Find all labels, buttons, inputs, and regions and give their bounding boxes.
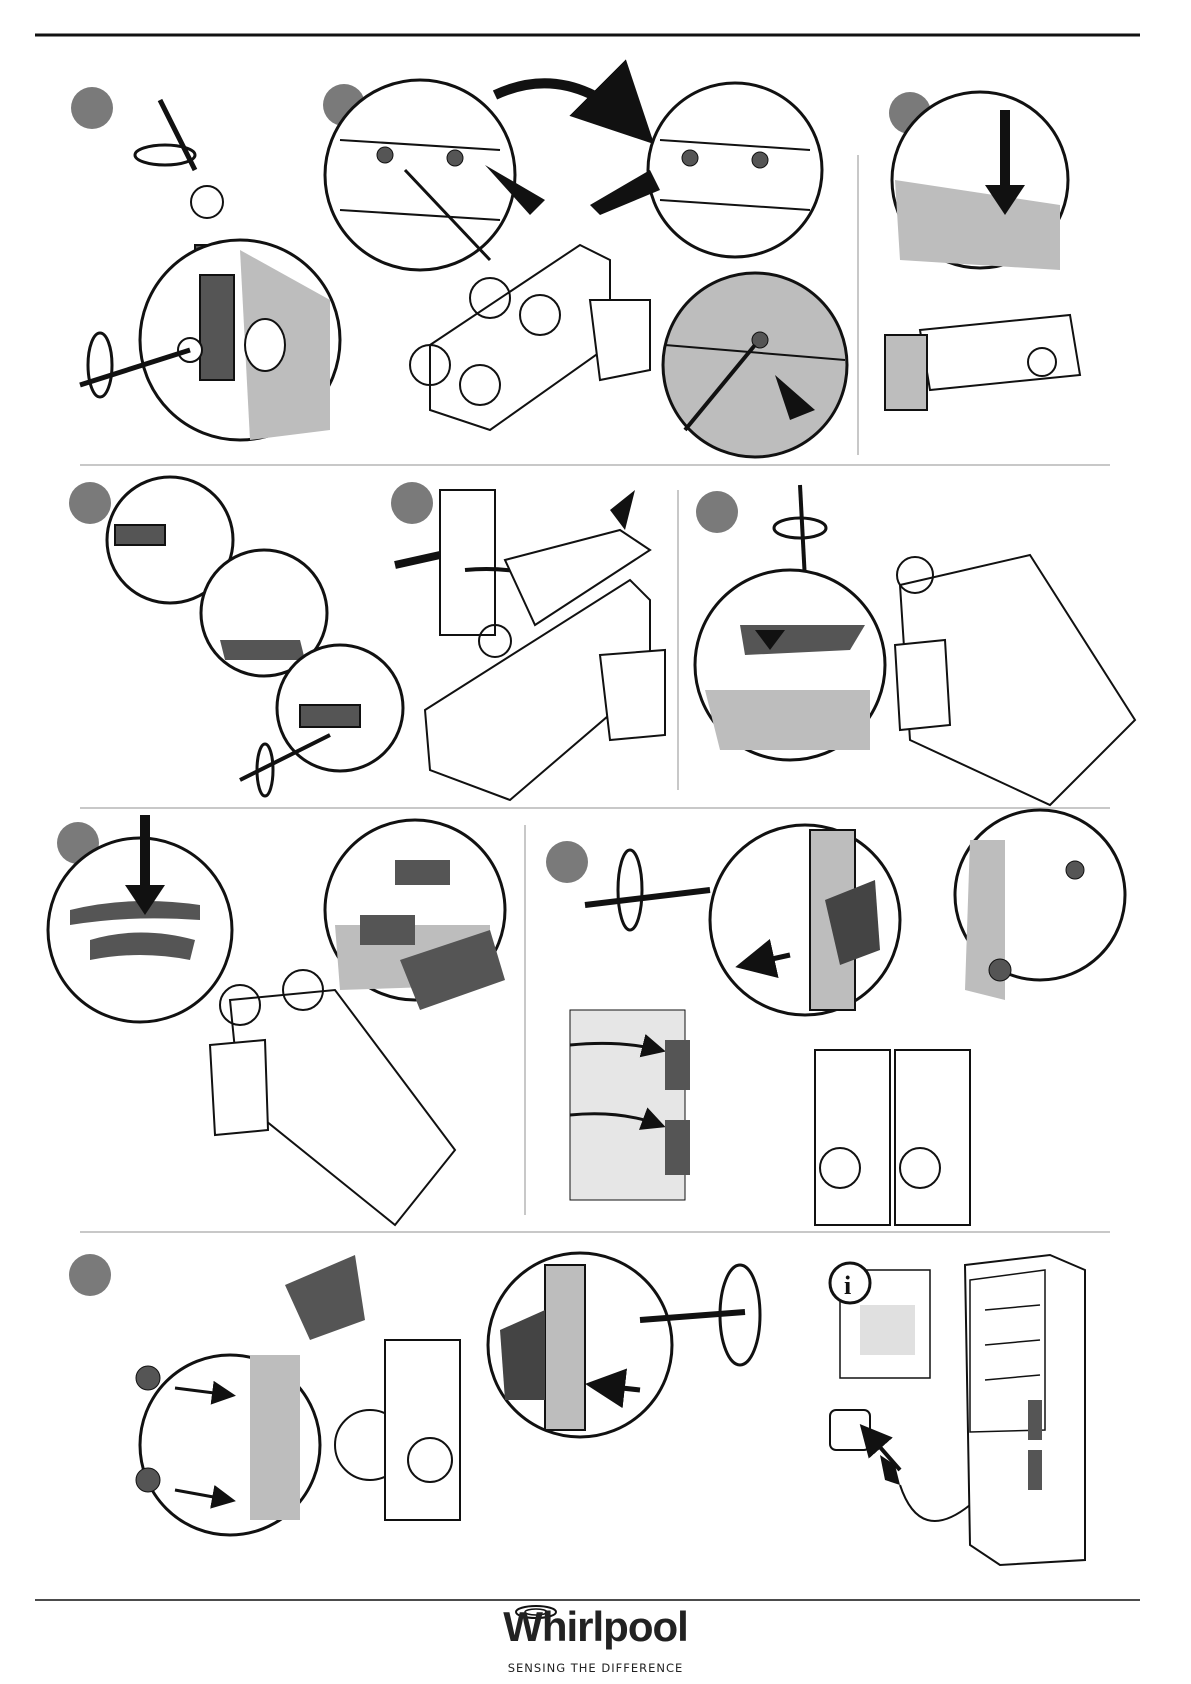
- step-4-hinge-bracket: [69, 477, 403, 796]
- footer-brand: Whirlpool SENSING THE DIFFERENCE: [0, 1605, 1191, 1675]
- step-10-power-connection: i: [830, 1255, 1085, 1565]
- step-6-top-hinge: [695, 485, 1135, 805]
- step-7-hinge-covers: [48, 815, 505, 1225]
- step-marker-1: [71, 87, 113, 129]
- brand-tagline: SENSING THE DIFFERENCE: [0, 1661, 1191, 1675]
- refrigerator: [965, 1255, 1085, 1565]
- power-socket: [830, 1410, 870, 1450]
- step-2-cap-removal: [323, 80, 847, 457]
- brand-wordmark: Whirlpool: [0, 1605, 1191, 1649]
- svg-text:i: i: [844, 1271, 851, 1300]
- step-marker-5: [391, 482, 433, 524]
- step-marker-9: [69, 1254, 111, 1296]
- step-3-cover-fitting: [885, 92, 1080, 410]
- step-5-door-mounting: [391, 482, 665, 800]
- step-marker-6: [696, 491, 738, 533]
- step-marker-8: [546, 841, 588, 883]
- step-1-hinge-screw: [71, 87, 340, 440]
- step-8-handle-swap: [546, 810, 1125, 1225]
- step-marker-4: [69, 482, 111, 524]
- step-9-plug-and-reinstall: [69, 1253, 760, 1535]
